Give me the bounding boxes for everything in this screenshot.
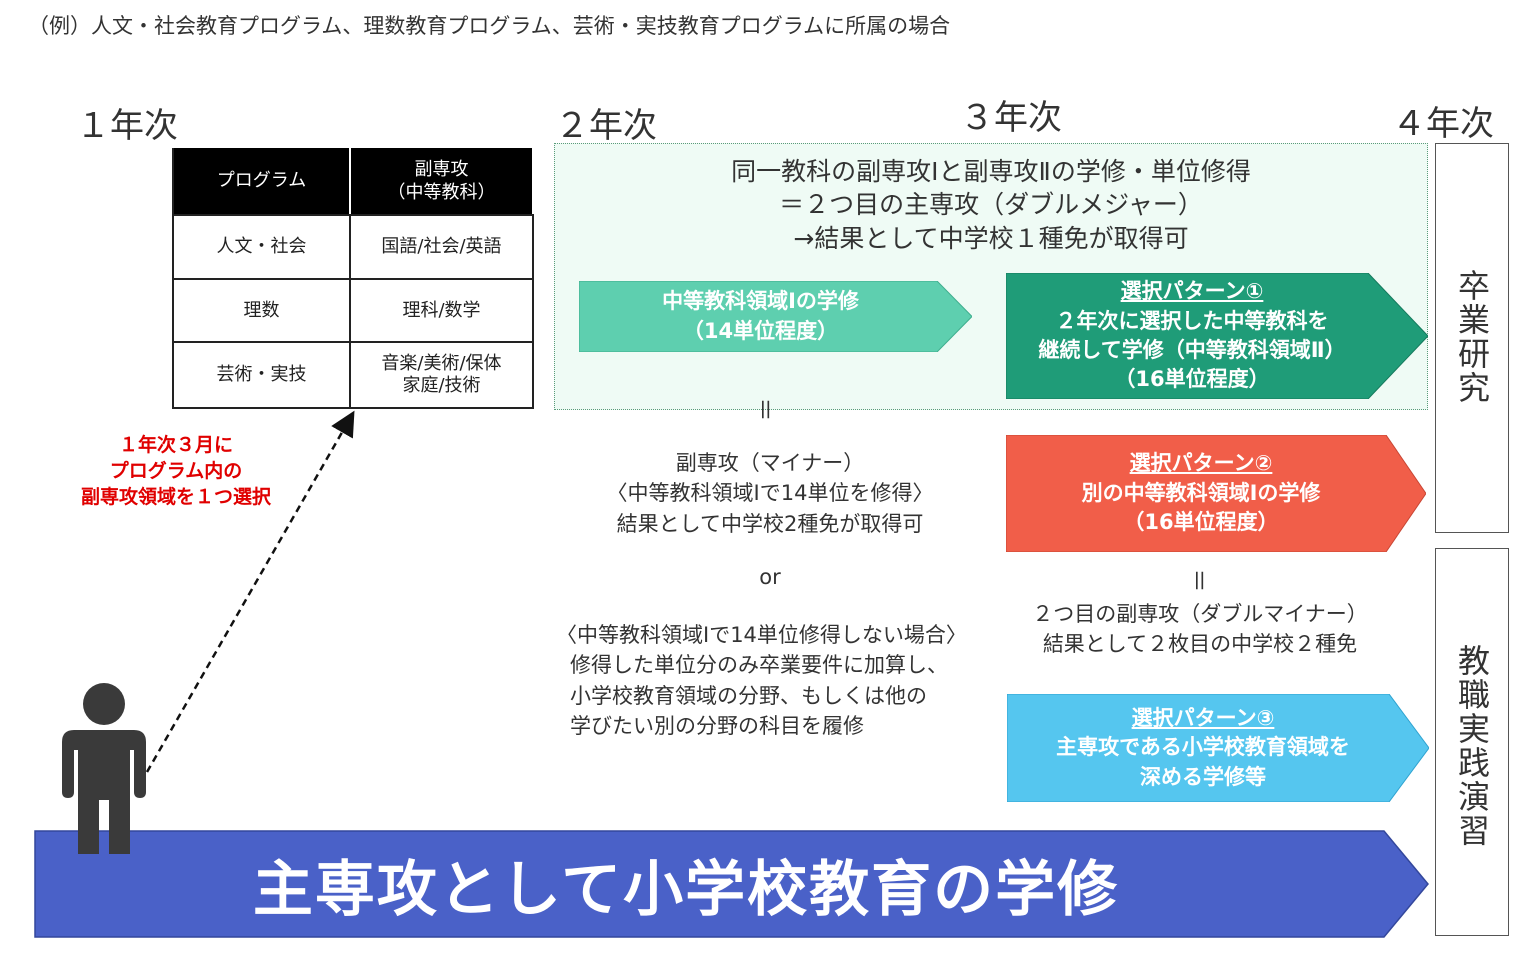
caption: （例）人文・社会教育プログラム、理数教育プログラム、芸術・実技教育プログラムに所… [28,14,951,38]
double-minor-text: ２つ目の副専攻（ダブルマイナー） 結果として２枚目の中学校２種免 [1032,602,1368,657]
year-3-label: ３年次 [960,98,1062,138]
program-table: プログラム 副専攻 （中等教科） 人文・社会 国語/社会/英語 理数 理科/数学… [172,146,534,409]
selection-note: １年次３月に プログラム内の 副専攻領域を１つ選択 [80,434,271,509]
year-2-label: ２年次 [555,106,657,146]
pattern2-arrow: 選択パターン② 別の中等教科領域Ⅰの学修 （16単位程度） [1006,435,1426,552]
teaching-practice-box: 教職実践演習 [1435,548,1509,936]
pattern1-arrow: 選択パターン① ２年次に選択した中等教科を 継続して学修（中等教科領域Ⅱ） （1… [1006,273,1428,399]
table-cell: 理科/数学 [349,278,534,343]
year-1-label: １年次 [76,106,178,146]
graduation-research-box: 卒業研究 [1435,143,1509,533]
not-earned-text: 〈中等教科領域Ⅰで14単位修得しない場合〉 修得した単位分のみ卒業要件に加算し、… [556,623,967,739]
table-header-program: プログラム [172,146,351,216]
double-major-text: 同一教科の副専攻Ⅰと副専攻Ⅱの学修・単位修得 ＝２つ目の主専攻（ダブルメジャー）… [731,157,1251,253]
table-cell: 芸術・実技 [172,341,351,409]
person-icon [62,683,146,854]
area1-study-arrow: 中等教科領域Ⅰの学修 （14単位程度） [579,281,972,352]
pattern1-title: 選択パターン① [1120,279,1264,304]
table-cell: 理数 [172,278,351,343]
table-cell: 国語/社会/英語 [349,214,534,280]
year-4-label: ４年次 [1392,104,1494,144]
or-text: or [759,565,781,589]
minor-text: 副専攻（マイナー） 〈中等教科領域Ⅰで14単位を修得〉 結果として中学校2種免が… [606,451,934,536]
pattern3-title: 選択パターン③ [1131,705,1275,730]
pattern2-title: 選択パターン② [1129,451,1273,476]
main-major-label: 主専攻として小学校教育の学修 [252,854,1120,925]
pattern3-arrow: 選択パターン③ 主専攻である小学校教育領域を 深める学修等 [1007,694,1429,802]
table-cell: 音楽/美術/保体 家庭/技術 [349,341,534,409]
main-major-arrow [34,830,1429,938]
table-header-minor: 副専攻 （中等教科） [349,146,534,216]
table-cell: 人文・社会 [172,214,351,280]
